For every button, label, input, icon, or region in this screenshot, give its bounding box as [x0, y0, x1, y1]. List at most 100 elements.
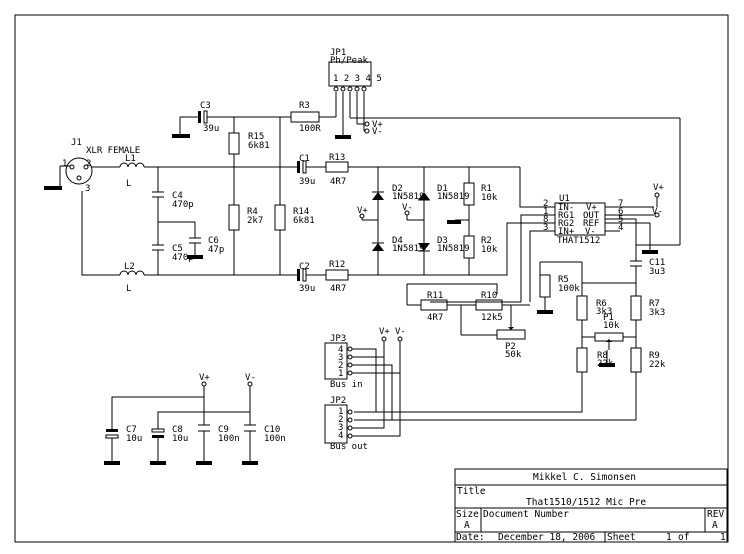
svg-text:4R7: 4R7 [330, 284, 346, 294]
svg-text:L: L [126, 284, 131, 294]
title-block: Mikkel C. Simonsen Title That1510/1512 M… [454, 468, 728, 543]
ground-symbol [642, 250, 658, 254]
ground-symbol [537, 310, 553, 314]
svg-text:U1: U1 [559, 194, 570, 204]
svg-text:IN-: IN- [558, 203, 574, 213]
ground-symbol [44, 186, 62, 190]
svg-text:R1: R1 [481, 184, 492, 194]
svg-text:470p: 470p [172, 253, 194, 263]
svg-text:C1: C1 [299, 154, 310, 164]
resistor-r14: R14 6k81 [274, 204, 315, 231]
svg-text:REF: REF [583, 219, 599, 229]
svg-text:4R7: 4R7 [427, 313, 443, 323]
svg-text:Sheet: Sheet [607, 532, 636, 543]
svg-text:RG1: RG1 [558, 211, 574, 221]
svg-text:R7: R7 [649, 299, 660, 309]
resistor-r7: R7 3k3 [630, 295, 665, 321]
svg-text:2: 2 [543, 199, 548, 209]
svg-text:4: 4 [338, 431, 343, 441]
resistor-r11: R11 4R7 [420, 291, 448, 323]
date-value: December 18, 2006 [498, 532, 596, 543]
svg-text:1 2 3 4 5: 1 2 3 4 5 [333, 74, 382, 84]
header-jp1[interactable]: JP1 Ph/Peak 1 2 3 4 5 [328, 48, 382, 92]
svg-text:R5: R5 [558, 275, 569, 285]
diode-d4: D4 1N5819 [372, 236, 425, 254]
svg-text:39u: 39u [299, 177, 315, 187]
svg-text:10k: 10k [481, 245, 498, 255]
svg-text:of: of [678, 532, 689, 543]
svg-text:Size: Size [456, 509, 479, 520]
svg-text:D1: D1 [437, 184, 448, 194]
svg-text:D2: D2 [392, 184, 403, 194]
svg-text:R3: R3 [299, 101, 310, 111]
ground-symbol [172, 134, 190, 138]
svg-text:2: 2 [338, 361, 343, 371]
svg-text:3: 3 [338, 423, 343, 433]
resistor-r4: R4 2k7 [228, 204, 263, 231]
author: Mikkel C. Simonsen [533, 472, 636, 483]
svg-text:R2: R2 [481, 236, 492, 246]
svg-text:39u: 39u [299, 284, 315, 294]
svg-text:R12: R12 [329, 260, 345, 270]
svg-text:50k: 50k [505, 350, 522, 360]
header-jp3[interactable]: JP3 Bus in 4 3 2 1 [324, 334, 363, 390]
svg-text:1N5819: 1N5819 [392, 244, 425, 254]
svg-text:470p: 470p [172, 200, 194, 210]
svg-text:Ph/Peak: Ph/Peak [330, 56, 369, 66]
capacitor-c8: C8 10u [151, 425, 188, 444]
svg-text:R10: R10 [481, 291, 497, 301]
svg-text:V-: V- [245, 373, 256, 383]
svg-text:A: A [712, 520, 718, 531]
svg-text:3: 3 [338, 353, 343, 363]
svg-text:6k81: 6k81 [293, 216, 315, 226]
vplus-label: V+ [372, 120, 383, 130]
capacitor-c6: C6 47p [189, 236, 224, 255]
svg-text:C5: C5 [172, 244, 183, 254]
svg-text:R6: R6 [596, 299, 607, 309]
svg-text:JP2: JP2 [330, 396, 346, 406]
svg-text:OUT: OUT [583, 211, 600, 221]
svg-text:10k: 10k [603, 321, 620, 331]
svg-text:R4: R4 [247, 207, 258, 217]
svg-text:C10: C10 [264, 425, 280, 435]
svg-text:7: 7 [618, 199, 623, 209]
svg-text:1: 1 [338, 369, 343, 379]
inductor-l2: L2 L [119, 262, 145, 294]
potentiometer-p1[interactable]: P1 10k [582, 313, 636, 350]
svg-text:22k: 22k [649, 360, 666, 370]
svg-text:L2: L2 [124, 262, 135, 272]
ground-symbol [196, 461, 212, 465]
svg-text:4: 4 [618, 223, 623, 233]
svg-text:REV: REV [707, 509, 724, 520]
potentiometer-p2[interactable]: P2 50k [496, 305, 526, 360]
svg-text:3k3: 3k3 [649, 308, 665, 318]
j1-ref: J1 [71, 138, 82, 148]
svg-text:8: 8 [543, 215, 548, 225]
svg-text:1N5819: 1N5819 [437, 192, 470, 202]
svg-text:3: 3 [543, 223, 548, 233]
svg-text:L: L [126, 179, 131, 189]
capacitor-c7: C7 10u [105, 425, 142, 444]
svg-text:V+: V+ [357, 206, 368, 216]
ic-u1: U1 THAT1512 IN- RG1 RG2 IN+ V+ OUT REF V… [543, 194, 623, 246]
svg-text:C4: C4 [172, 191, 183, 201]
svg-text:IN+: IN+ [558, 227, 575, 237]
ground-symbol [150, 461, 166, 465]
capacitor-c11: C11 3u3 [630, 258, 665, 277]
svg-text:4: 4 [338, 345, 343, 355]
vminus-label: V- [372, 127, 383, 137]
diode-d1: D1 1N5819 [418, 184, 470, 202]
xlr-connector-j1: J1 XLR FEMALE 1 2 3 [44, 138, 140, 194]
svg-text:R14: R14 [293, 207, 309, 217]
svg-text:47p: 47p [208, 245, 224, 255]
j1-pin1: 1 [62, 159, 67, 169]
svg-text:12k5: 12k5 [481, 313, 503, 323]
svg-text:6: 6 [618, 207, 623, 217]
header-jp2[interactable]: JP2 Bus out 1 2 3 4 [324, 396, 368, 452]
svg-text:V-: V- [652, 207, 663, 217]
svg-text:V+: V+ [586, 203, 597, 213]
svg-text:10u: 10u [126, 434, 142, 444]
diode-d3: D3 1N5819 [418, 236, 470, 254]
svg-text:R9: R9 [649, 351, 660, 361]
ground-symbol [599, 363, 615, 367]
